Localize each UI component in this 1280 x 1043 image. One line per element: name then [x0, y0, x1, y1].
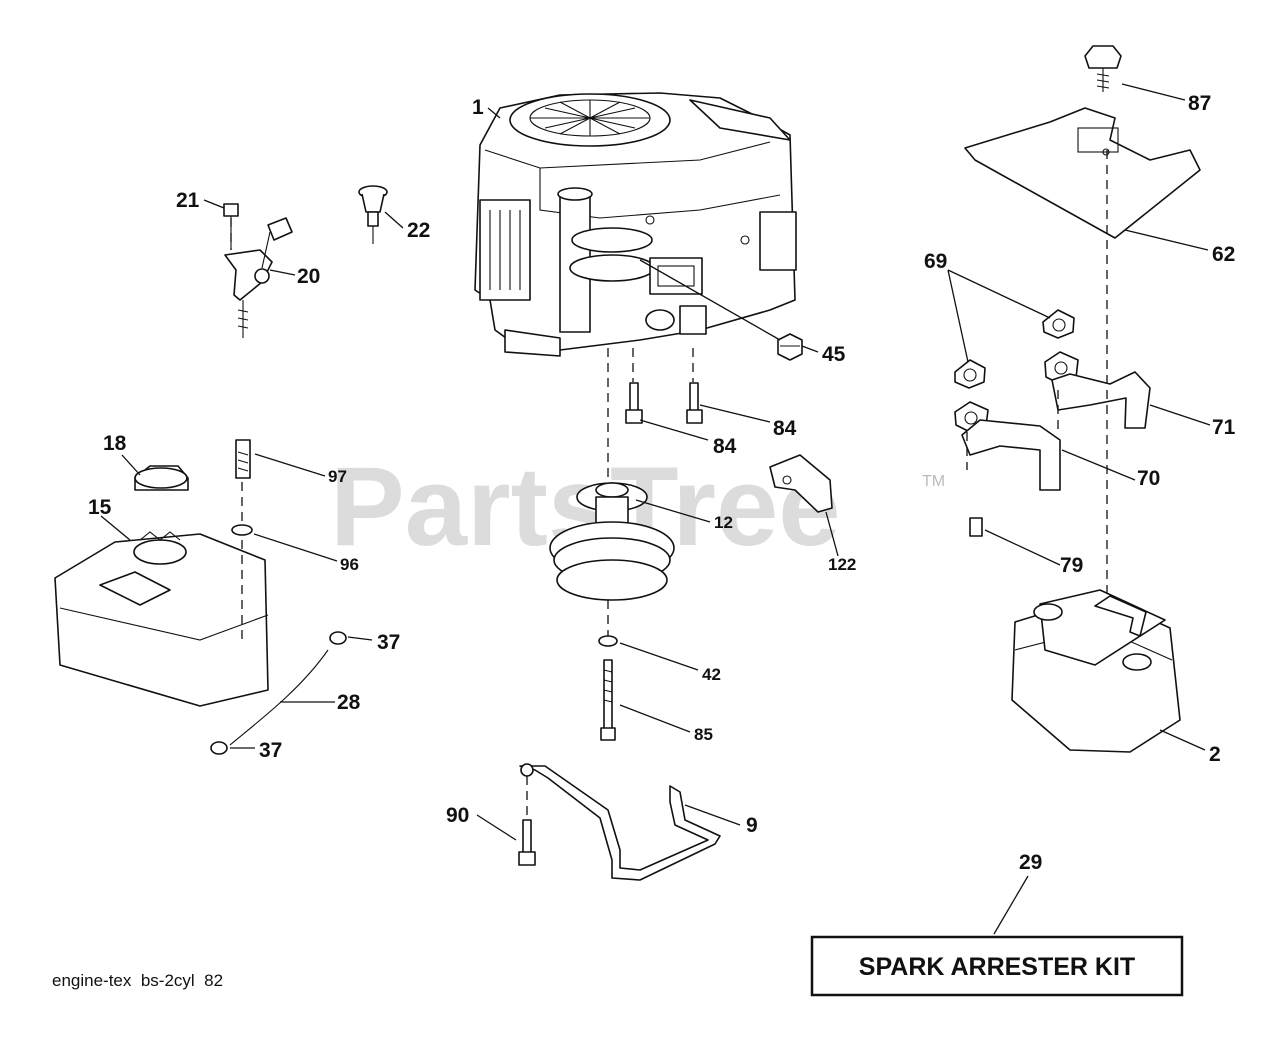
callout-22: 22: [407, 219, 430, 242]
callout-37-upper: 37: [377, 631, 400, 654]
callout-1: 1: [472, 96, 484, 119]
callout-97: 97: [328, 467, 347, 486]
callout-18: 18: [103, 432, 127, 455]
nut-drawing: [777, 333, 803, 361]
callout-21: 21: [176, 189, 200, 212]
watermark-trademark: TM: [922, 473, 945, 490]
callout-122: 122: [828, 555, 856, 574]
alignment-lines: [230, 150, 1108, 820]
callout-2: 2: [1209, 743, 1221, 766]
callout-96: 96: [340, 555, 359, 574]
engine-drawing: [474, 92, 797, 357]
baffle-drawing: [769, 454, 833, 513]
callout-85: 85: [694, 725, 713, 744]
callout-20: 20: [297, 265, 320, 288]
callout-62: 62: [1212, 243, 1235, 266]
callout-71: 71: [1212, 416, 1236, 439]
callout-69: 69: [924, 250, 947, 273]
callout-15: 15: [88, 496, 112, 519]
callout-87: 87: [1188, 92, 1211, 115]
callout-28: 28: [337, 691, 361, 714]
bolts-drawing: [625, 382, 703, 424]
throttle-control-drawing: [223, 203, 293, 338]
heat-shield-drawing: [964, 45, 1201, 239]
callout-9: 9: [746, 814, 758, 837]
callout-90: 90: [446, 804, 469, 827]
callout-45: 45: [822, 343, 846, 366]
callout-84-upper: 84: [773, 417, 797, 440]
spark-arrester-kit-label: SPARK ARRESTER KIT: [859, 953, 1135, 981]
callout-29: 29: [1019, 851, 1042, 874]
fuel-line-drawing: [210, 631, 347, 755]
rod-drawing: [518, 763, 721, 881]
pulley-drawing: [549, 482, 675, 741]
spark-arrester-kit-box: SPARK ARRESTER KIT: [810, 935, 1184, 997]
diagram-code: engine-tex bs-2cyl 82: [52, 971, 223, 990]
callout-12: 12: [714, 513, 733, 532]
callout-37-lower: 37: [259, 739, 282, 762]
callout-79: 79: [1060, 554, 1083, 577]
leader-lines: [100, 83, 1211, 935]
callout-labels: 1 87 21 22 20 62 69 45 84 84 71 18 97 70…: [88, 92, 1236, 874]
choke-knob-drawing: [358, 185, 388, 244]
exhaust-pipes-drawing: [954, 309, 1151, 491]
callout-42: 42: [702, 665, 721, 684]
callout-84-lower: 84: [713, 435, 737, 458]
muffler-drawing: [969, 517, 1181, 753]
fuel-tank-drawing: [54, 439, 269, 707]
callout-70: 70: [1137, 467, 1160, 490]
